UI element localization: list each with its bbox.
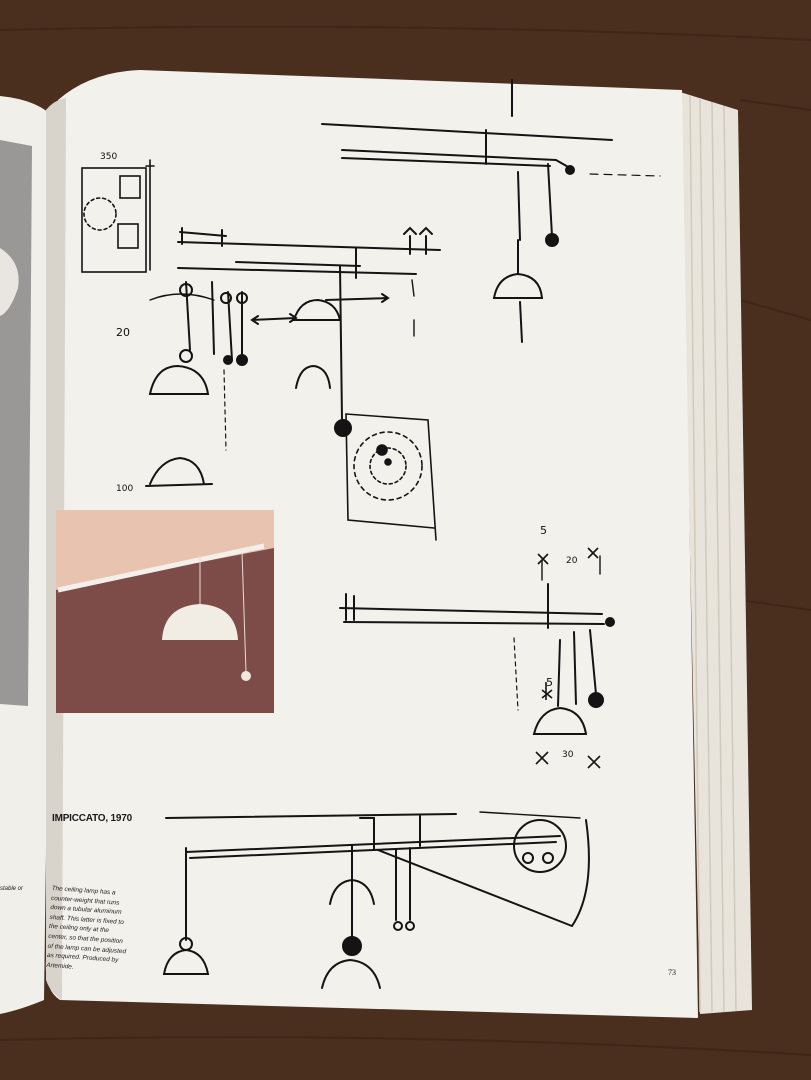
- sketch-label-350: 350: [100, 152, 118, 162]
- sketch-label-20-b: 20: [566, 556, 578, 566]
- sketch-lower-right: [339, 555, 615, 735]
- sketch-middle-mechanism: [145, 226, 441, 487]
- sketch-middle-plan: [345, 413, 437, 541]
- sketch-label-30: 30: [562, 750, 574, 760]
- sketch-label-5: 5: [540, 524, 547, 537]
- right-page: [45, 70, 699, 1018]
- sketch-label-5-b: 5: [546, 676, 553, 689]
- caption-title: IMPICCATO, 1970: [52, 813, 132, 824]
- page-number: 73: [668, 968, 676, 977]
- lamp-photo: [56, 510, 274, 713]
- sketch-label-20: 20: [116, 326, 130, 339]
- sketch-label-100: 100: [116, 484, 134, 494]
- left-page-caption-fragment: stable or lamp roduced: [0, 886, 24, 892]
- page-stack-lines: [689, 94, 737, 1013]
- left-photo-lamp: [0, 248, 19, 316]
- sketch-top-right: [321, 79, 661, 343]
- left-page-photo: [0, 140, 32, 706]
- wood-grain: [0, 25, 811, 1056]
- sketch-dimension-marks: [535, 547, 601, 769]
- sketch-top-left-plan: [81, 159, 155, 273]
- caption-body: The ceiling lamp has a counter-weight th…: [46, 884, 127, 971]
- sketch-bottom: [162, 811, 590, 989]
